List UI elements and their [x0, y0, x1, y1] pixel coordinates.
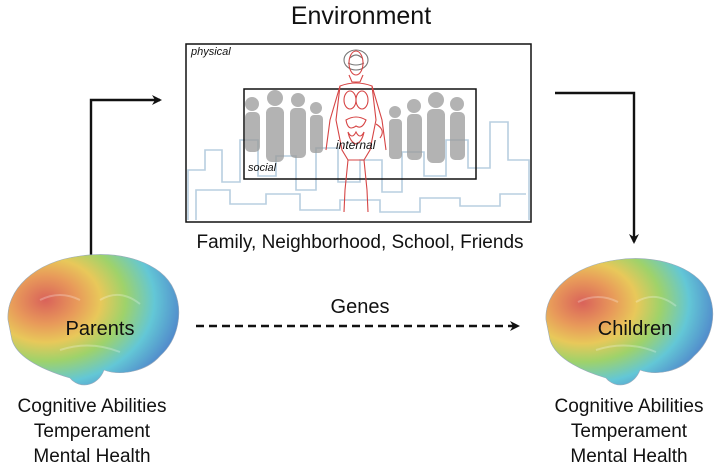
parents-label: Parents — [65, 318, 135, 340]
children-traits: Cognitive Abilities Temperament Mental H… — [536, 394, 722, 469]
parents-brain — [7, 254, 180, 386]
social-label: social — [248, 162, 277, 174]
children-trait-mental-health: Mental Health — [570, 446, 688, 467]
parents-trait-cognitive: Cognitive Abilities — [17, 396, 167, 417]
environment-factors-label: Family, Neighborhood, School, Friends — [196, 232, 524, 253]
children-trait-cognitive: Cognitive Abilities — [554, 396, 704, 417]
genes-label: Genes — [330, 296, 390, 318]
arrows — [89, 91, 639, 331]
children-trait-temperament: Temperament — [570, 421, 688, 442]
children-brain — [545, 258, 714, 386]
internal-label: internal — [336, 138, 376, 152]
parents-trait-mental-health: Mental Health — [33, 446, 151, 467]
parents-traits: Cognitive Abilities Temperament Mental H… — [0, 394, 184, 469]
human-anatomy-figure — [325, 49, 387, 213]
children-label: Children — [597, 318, 673, 340]
city-skyline — [187, 121, 530, 220]
environment-box — [185, 43, 532, 223]
social-box — [243, 88, 477, 180]
parents-to-environment-arrow — [89, 95, 162, 256]
environment-to-children-arrow — [555, 91, 639, 244]
physical-label: physical — [191, 46, 231, 58]
diagram-title: Environment — [290, 2, 432, 30]
parents-trait-temperament: Temperament — [33, 421, 151, 442]
people-silhouettes — [245, 90, 465, 163]
